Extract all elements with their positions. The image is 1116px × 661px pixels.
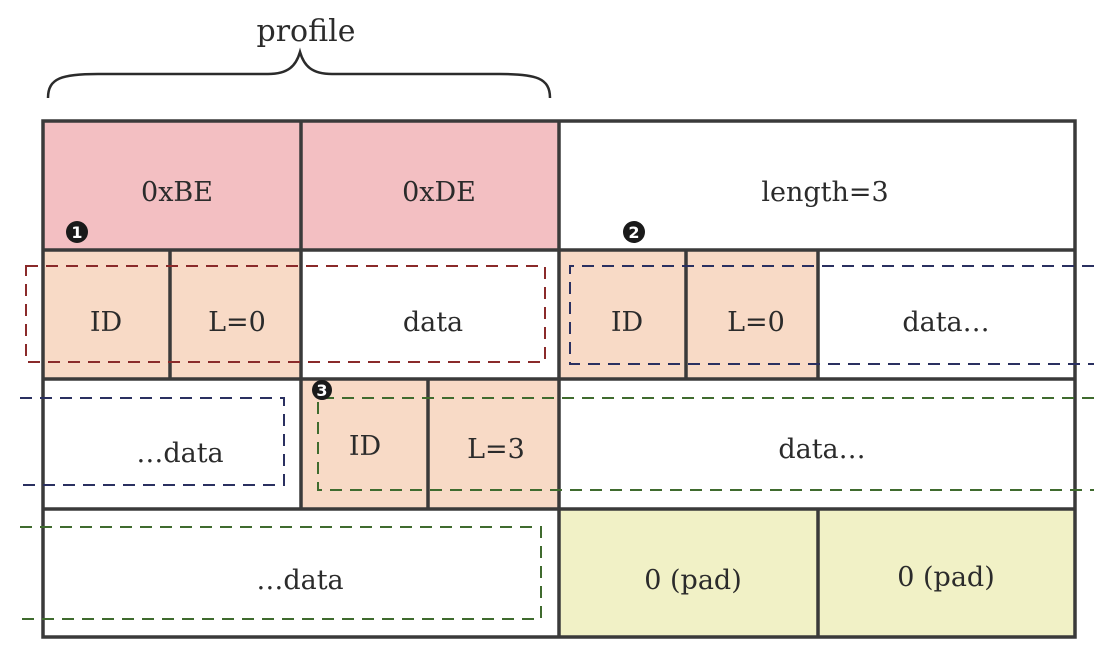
cell-fills [43,121,1075,637]
badge-1-text: 1 [71,223,82,242]
cell-len-2 [686,250,818,379]
label-length: length=3 [761,177,888,208]
cell-id-1 [43,250,170,379]
cell-data-3 [559,379,1075,509]
badge-1: 1 [66,221,88,243]
profile-label: profile [257,14,356,49]
cell-pad-1 [559,509,818,637]
label-data-2: data… [902,307,989,338]
element-1-outline [25,265,546,363]
label-len-3: L=3 [467,434,525,465]
element-2-outline [20,265,1094,486]
badge-2-text: 2 [628,223,639,242]
badge-3: 3 [312,380,332,400]
cell-labels: 0xBE 0xDE length=3 ID L=0 data ID L=0 da… [90,177,995,596]
cell-data-2 [818,250,1075,379]
label-id-1: ID [90,307,122,338]
cell-id-2 [559,250,686,379]
cell-pad-2 [818,509,1075,637]
cell-len-3 [428,379,559,509]
cell-0xde [301,121,559,250]
label-data-1: data [403,307,463,338]
profile-brace [46,47,552,99]
cell-data-2-cont [43,379,301,509]
cell-id-3 [301,379,428,509]
badge-3-text: 3 [316,381,327,400]
label-len-1: L=0 [208,307,266,338]
label-data-3-cont: …data [256,565,343,596]
cell-data-3-cont [43,509,559,637]
element-3-outline [20,397,1094,620]
label-len-2: L=0 [727,307,785,338]
label-0xde: 0xDE [402,177,476,208]
cell-data-1 [301,250,559,379]
label-pad-1: 0 (pad) [644,565,742,596]
label-id-2: ID [611,307,643,338]
label-pad-2: 0 (pad) [897,562,995,593]
cell-length [559,121,1075,250]
cell-len-1 [170,250,301,379]
grid-lines [41,119,1077,639]
label-data-2-cont: …data [136,438,223,469]
label-0xbe: 0xBE [141,177,213,208]
badge-2: 2 [623,221,645,243]
label-id-3: ID [349,431,381,462]
label-data-3: data… [778,434,865,465]
